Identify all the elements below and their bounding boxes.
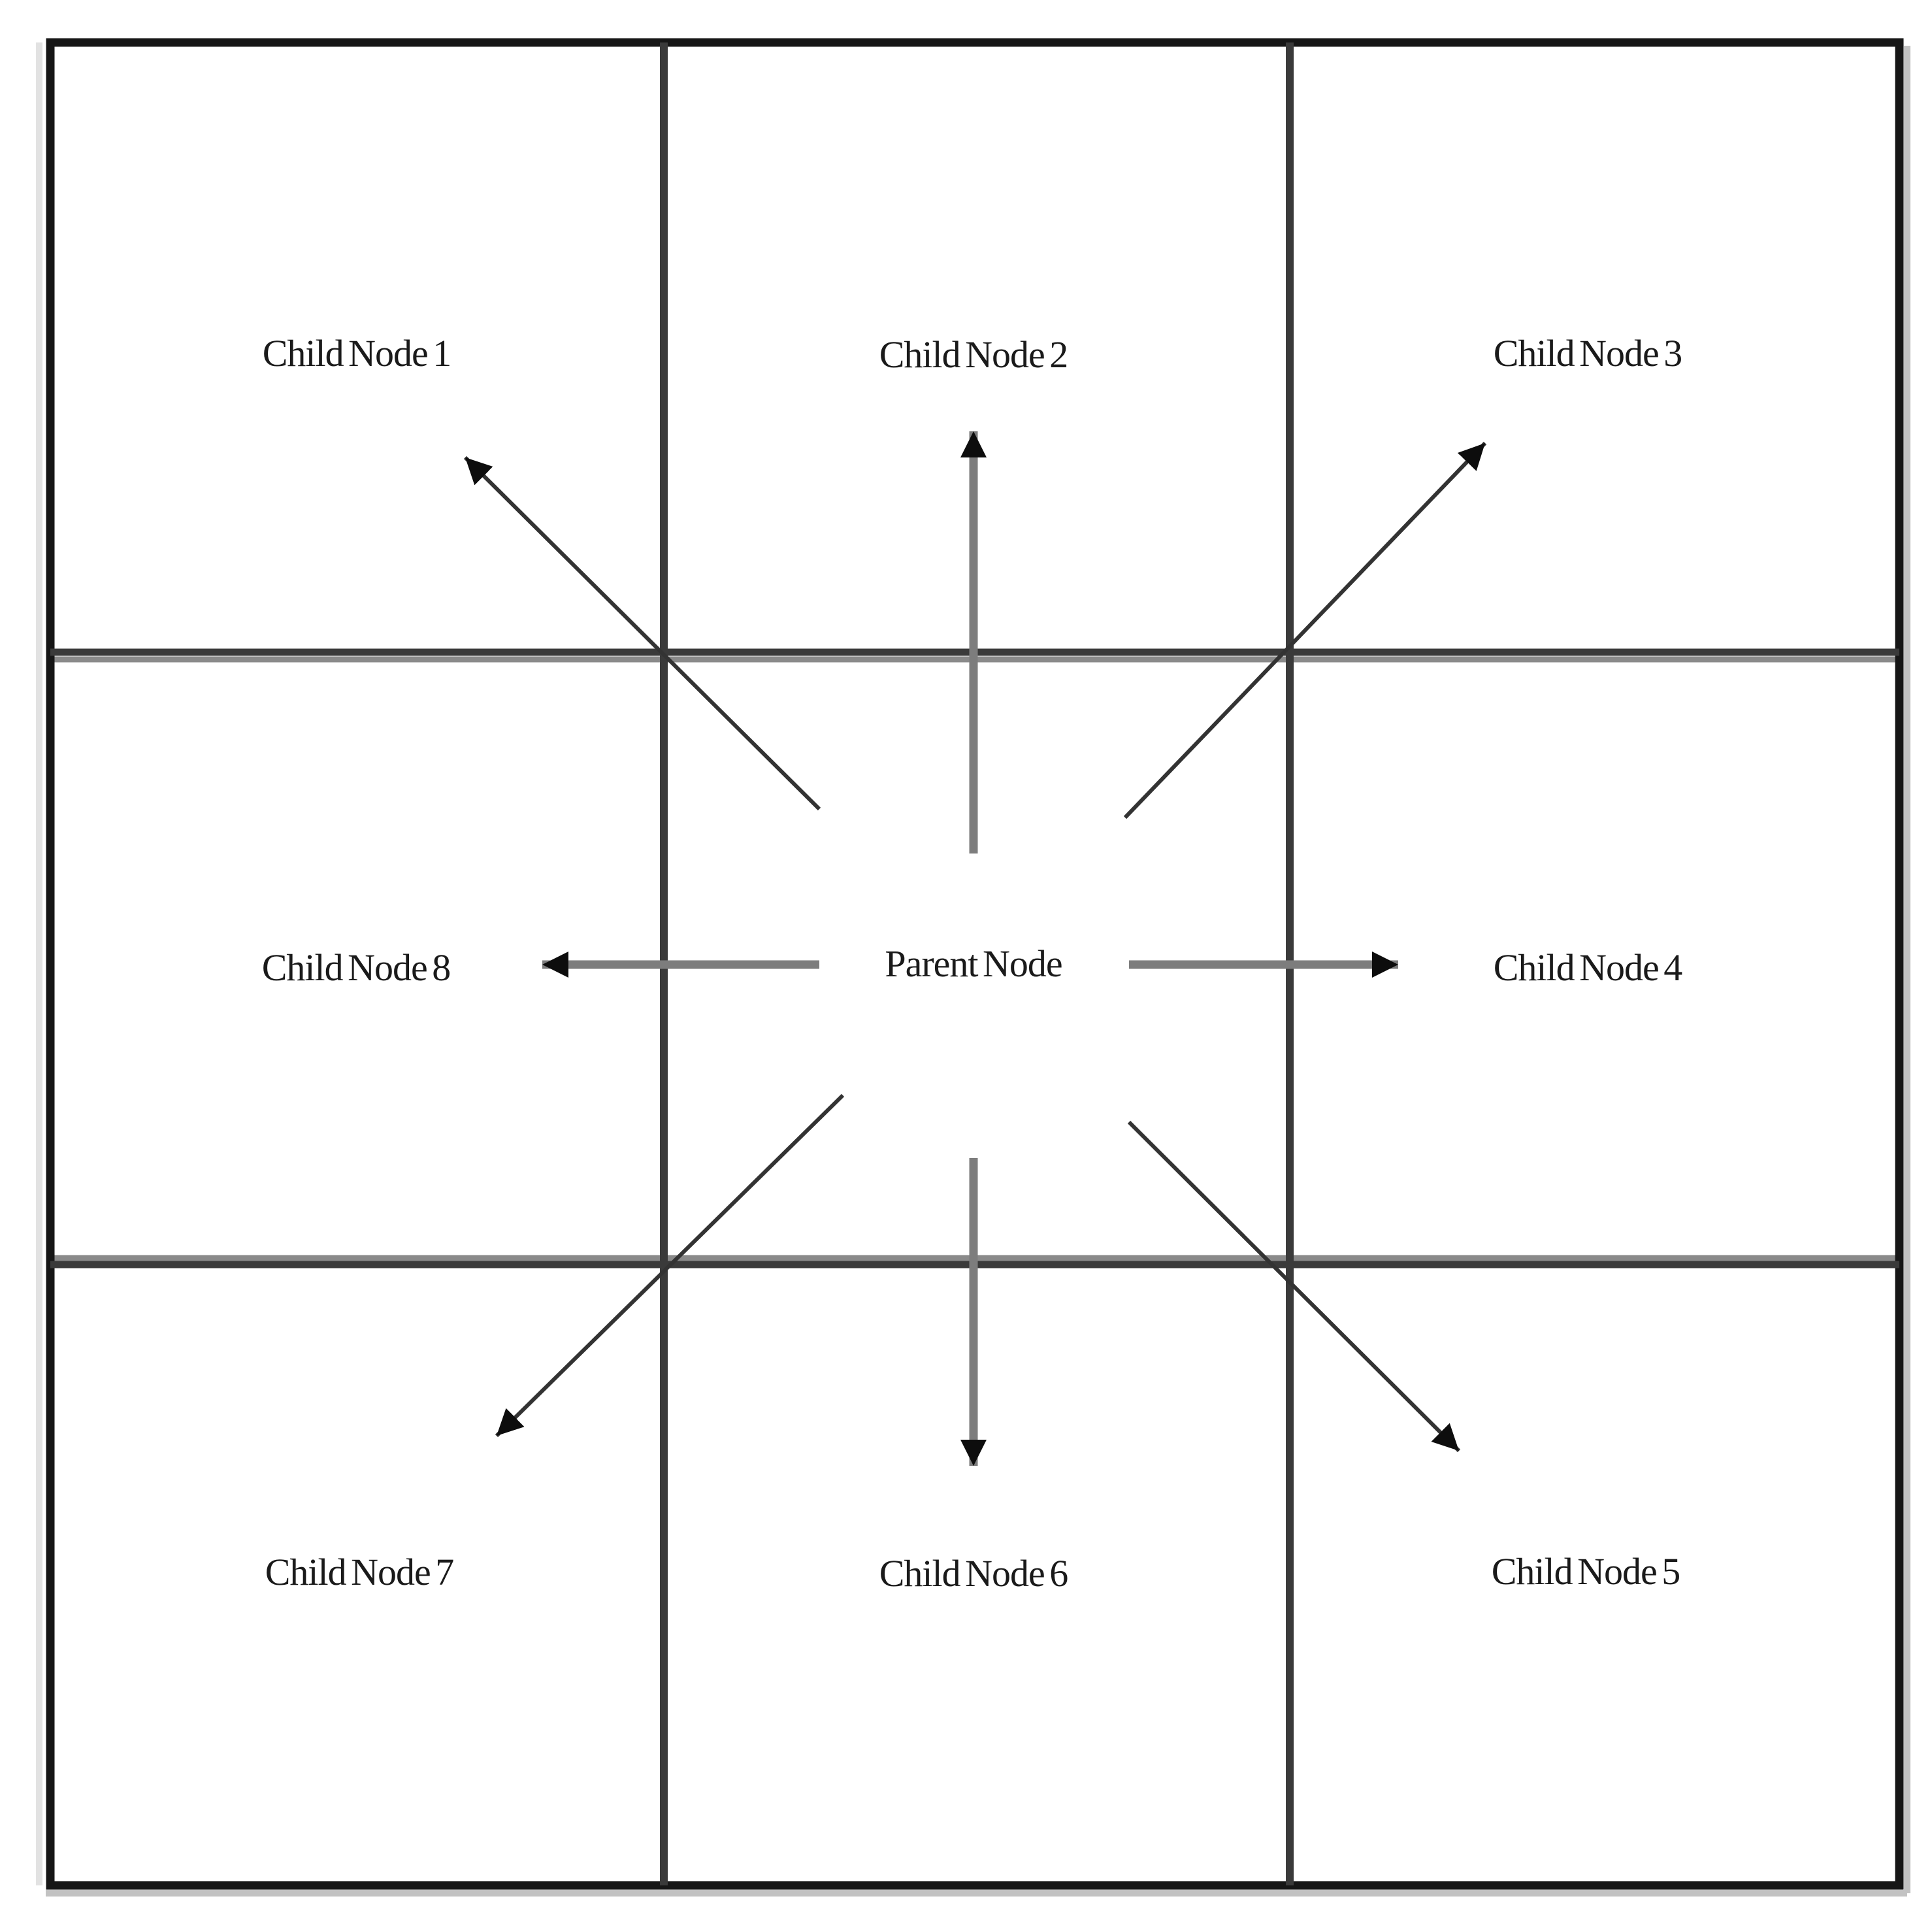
arrow-parent-to-child-5-down-right <box>1127 1120 1461 1453</box>
grid-outer-border <box>46 38 1904 1890</box>
child-node-4-label: Child Node 4 <box>1493 946 1683 989</box>
child-node-7-label: Child Node 7 <box>265 1551 455 1593</box>
arrow-parent-to-child-3-up-right <box>1123 441 1487 820</box>
child-node-8-label: Child Node 8 <box>261 946 451 989</box>
child-node-3-label: Child Node 3 <box>1493 332 1683 374</box>
child-node-6-label: Child Node 6 <box>879 1552 1069 1595</box>
child-node-2-label: Child Node 2 <box>879 333 1069 376</box>
parent-node-label: Parent Node <box>885 942 1062 985</box>
arrow-parent-to-child-7-down-left <box>495 1093 845 1438</box>
child-node-5-label: Child Node 5 <box>1491 1550 1681 1593</box>
arrow-parent-to-child-1-up-left <box>463 456 821 811</box>
child-node-1-label: Child Node 1 <box>262 332 452 374</box>
